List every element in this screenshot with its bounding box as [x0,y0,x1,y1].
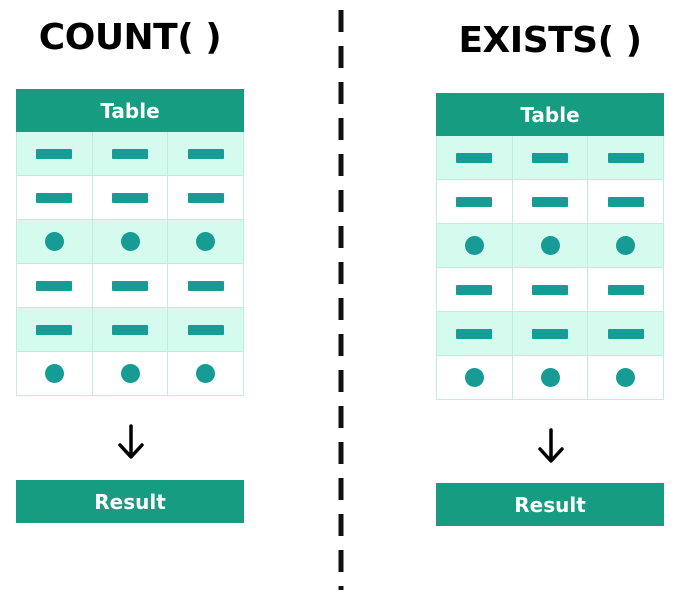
dash-marker [187,148,224,159]
table-cell [513,268,589,311]
table-cell [17,132,93,175]
table-cell [513,224,589,267]
exists-table-header: Table [436,93,664,136]
table-cell [168,352,243,395]
dot-marker [196,364,216,383]
count-table-header: Table [16,89,244,132]
table-row [16,176,244,220]
dash-marker [36,324,73,335]
dash-marker [112,192,148,203]
table-row [16,220,244,264]
dash-marker [456,152,493,163]
table-cell [588,312,663,355]
exists-table: Table [436,93,664,400]
table-cell [17,308,93,351]
dot-marker [464,236,484,255]
dot-marker [616,368,636,387]
table-cell [513,356,589,399]
dot-marker [616,236,636,255]
arrow-down-icon [538,428,564,463]
table-cell [17,352,93,395]
table-row [436,180,664,224]
dot-marker [120,364,140,383]
table-cell [588,268,663,311]
count-table-body [16,132,244,396]
table-cell [588,356,663,399]
count-result-box: Result [16,480,244,523]
table-cell [93,132,169,175]
table-cell [93,220,169,263]
dot-marker [120,232,140,251]
table-cell [513,312,589,355]
exists-result-box: Result [436,483,664,526]
count-title: COUNT( ) [38,17,222,58]
dash-marker [607,196,644,207]
dash-marker [607,284,644,295]
table-cell [168,176,243,219]
table-row [436,356,664,400]
table-row [16,132,244,176]
table-row [436,224,664,268]
dot-marker [540,368,560,387]
table-cell [93,352,169,395]
table-cell [588,224,663,267]
table-cell [437,224,513,267]
dash-marker [36,280,73,291]
table-cell [93,308,169,351]
dot-marker [196,232,216,251]
dash-marker [607,328,644,339]
table-row [436,312,664,356]
dash-marker [36,148,73,159]
table-cell [513,180,589,223]
dash-marker [456,196,493,207]
table-cell [17,176,93,219]
table-cell [17,220,93,263]
dash-marker [36,192,73,203]
table-cell [17,264,93,307]
table-cell [588,136,663,179]
exists-title: EXISTS( ) [458,20,642,61]
dash-marker [532,328,568,339]
dash-marker [187,192,224,203]
table-row [436,268,664,312]
dash-marker [532,152,568,163]
table-cell [437,312,513,355]
table-cell [168,308,243,351]
dot-marker [44,232,64,251]
dash-marker [607,152,644,163]
dash-marker [456,284,493,295]
table-row [16,352,244,396]
table-cell [437,268,513,311]
table-cell [93,176,169,219]
dot-marker [464,368,484,387]
table-cell [168,220,243,263]
table-cell [513,136,589,179]
exists-table-body [436,136,664,400]
table-cell [437,356,513,399]
dash-marker [532,196,568,207]
dot-marker [540,236,560,255]
table-cell [93,264,169,307]
table-row [436,136,664,180]
dash-marker [187,324,224,335]
dashed-divider [338,10,344,590]
dash-marker [112,280,148,291]
table-cell [588,180,663,223]
table-row [16,264,244,308]
dash-marker [456,328,493,339]
dash-marker [112,148,148,159]
dot-marker [44,364,64,383]
arrow-down-icon [118,424,144,459]
dash-marker [112,324,148,335]
table-cell [437,136,513,179]
dash-marker [532,284,568,295]
dash-marker [187,280,224,291]
table-cell [168,132,243,175]
table-cell [168,264,243,307]
table-row [16,308,244,352]
count-table: Table [16,89,244,396]
table-cell [437,180,513,223]
